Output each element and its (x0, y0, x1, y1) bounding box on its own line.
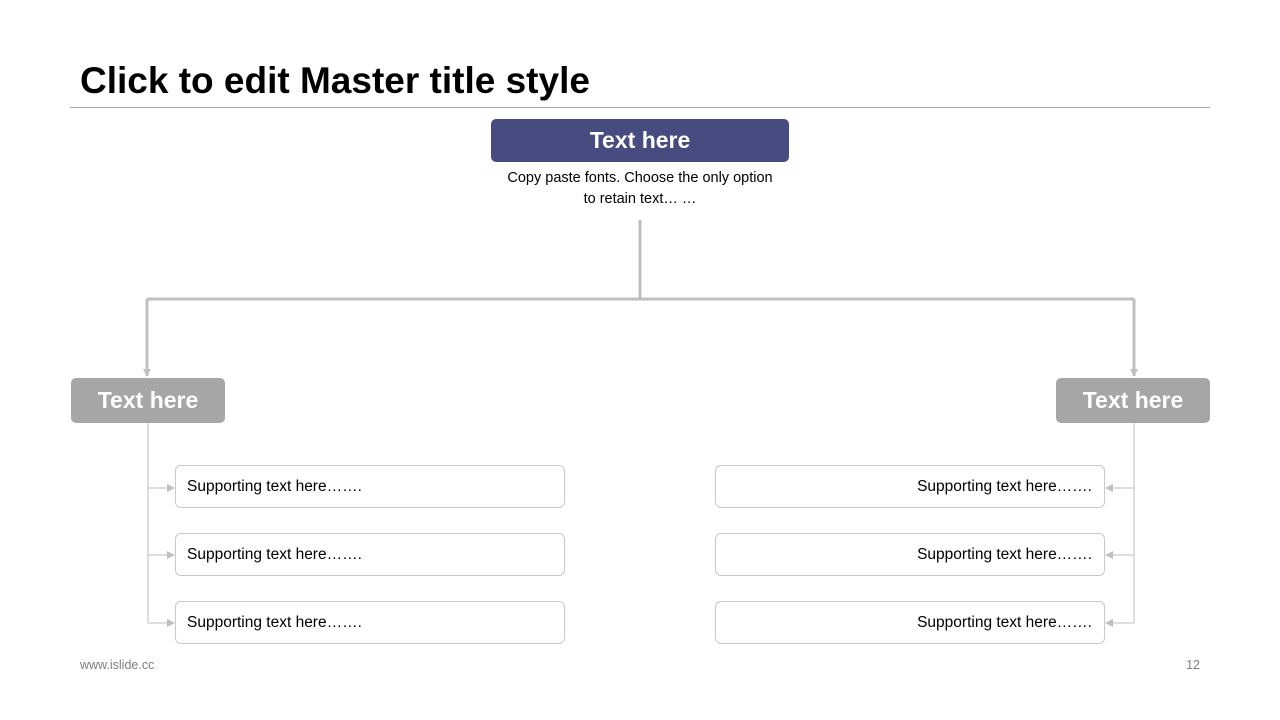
slide-title[interactable]: Click to edit Master title style (80, 60, 590, 101)
right-supporting-box-3[interactable]: Supporting text here……. (715, 601, 1105, 644)
top-description-line-2: to retain text… … (583, 191, 697, 207)
top-description-line-1: Copy paste fonts. Choose the only option (507, 170, 773, 186)
title-divider (70, 107, 1210, 108)
top-node-description[interactable]: Copy paste fonts. Choose the only option… (490, 168, 790, 210)
footer-url: www.islide.cc (80, 658, 155, 672)
left-supporting-box-3[interactable]: Supporting text here……. (175, 601, 565, 644)
left-supporting-box-2[interactable]: Supporting text here……. (175, 533, 565, 576)
right-supporting-box-2[interactable]: Supporting text here……. (715, 533, 1105, 576)
right-supporting-box-1[interactable]: Supporting text here……. (715, 465, 1105, 508)
left-supporting-box-1[interactable]: Supporting text here……. (175, 465, 565, 508)
right-node[interactable]: Text here (1056, 378, 1210, 423)
top-node[interactable]: Text here (491, 119, 789, 162)
left-node[interactable]: Text here (71, 378, 225, 423)
page-number: 12 (1186, 658, 1200, 672)
